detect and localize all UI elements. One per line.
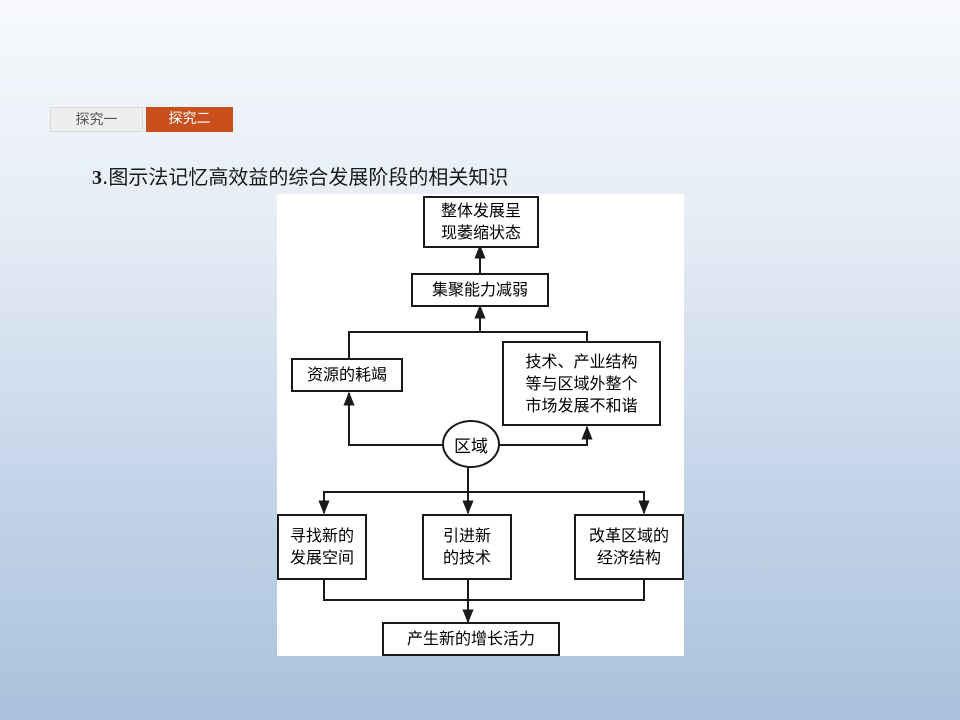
node-tech-industry-mismatch: 技术、产业结构 等与区域外整个 市场发展不和谐 [502,341,661,426]
heading-text: .图示法记忆高效益的综合发展阶段的相关知识 [102,165,509,189]
flow-diagram: 整体发展呈 现萎缩状态 集聚能力减弱 资源的耗竭 技术、产业结构 等与区域外整个… [277,194,684,656]
arrow-branch-to-new-space [323,491,650,515]
node-region: 区域 [442,420,500,468]
node-new-development-space: 寻找新的 发展空间 [277,514,367,580]
node-restructure-economy: 改革区域的 经济结构 [574,514,684,580]
merge-line-top [348,331,588,359]
tab-explore-2[interactable]: 探究二 [146,107,233,132]
node-agglomeration-weakening: 集聚能力减弱 [411,273,549,307]
arrow-region-to-tech [499,425,593,446]
heading-number: 3 [92,167,102,189]
connector-lines [318,244,650,624]
tab-explore-1[interactable]: 探究一 [50,107,143,132]
node-new-growth-vitality: 产生新的增长活力 [382,622,560,656]
node-overall-shrinking: 整体发展呈 现萎缩状态 [423,196,539,248]
arrow-region-to-resources [343,391,443,446]
node-resource-depletion: 资源的耗竭 [291,358,403,392]
node-new-technology: 引进新 的技术 [422,514,512,580]
section-heading: 3.图示法记忆高效益的综合发展阶段的相关知识 [92,161,508,190]
merge-line-bottom [323,579,645,601]
tab-bar: 探究一 探究二 [50,107,233,132]
